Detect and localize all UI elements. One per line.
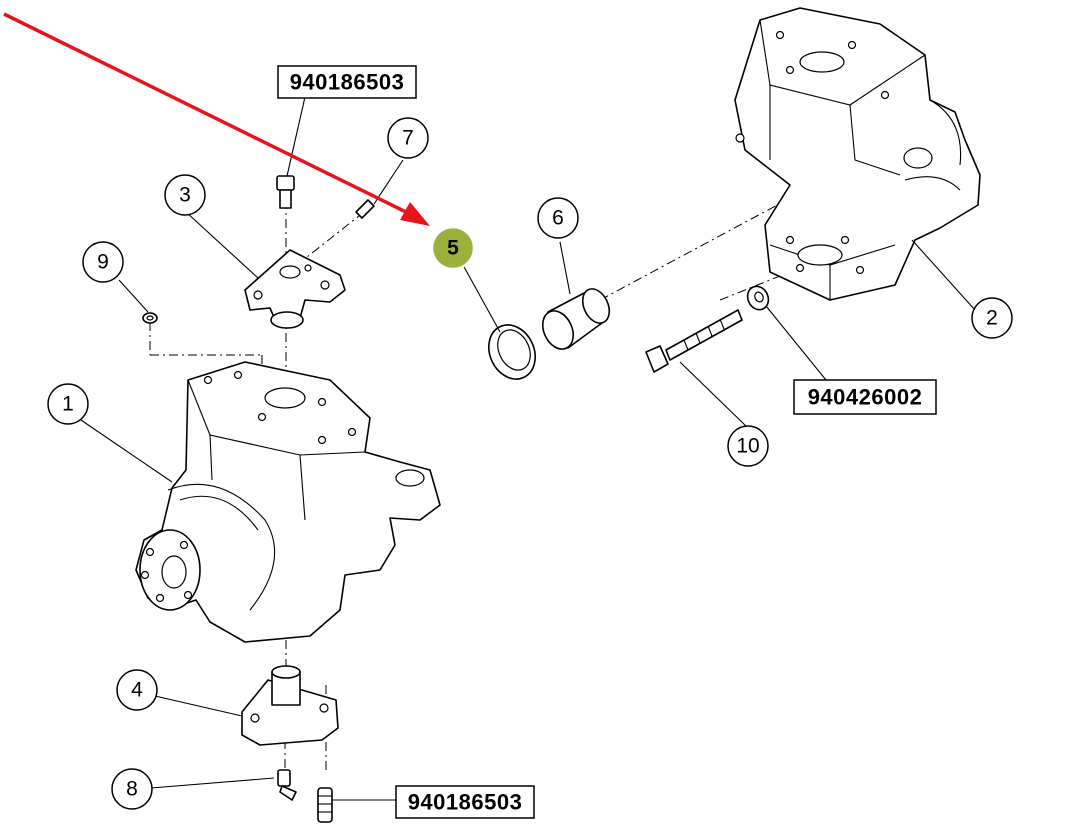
callout-2: 2 [971,297,1013,339]
nut-part [746,285,770,311]
callout-4: 4 [116,669,158,711]
part-number-nut-label: 940426002 [808,385,923,410]
callout-1: 1 [47,383,89,425]
callout-6: 6 [537,197,579,239]
red-pointer-arrow [3,12,430,226]
bushing-part-6 [541,288,611,350]
lower-flange-part-4 [241,665,339,746]
callout-2-label: 2 [986,307,998,330]
callout-5-highlighted: 5 [430,225,476,271]
part-number-top-bolt-label: 940186503 [290,70,405,95]
callout-8-label: 8 [126,778,138,801]
upper-flange-part-3 [244,249,346,329]
callout-7: 7 [387,117,429,159]
callout-9-label: 9 [97,251,109,274]
callout-3: 3 [164,174,206,216]
leader-lines [77,96,976,801]
callout-3-label: 3 [179,184,191,207]
callout-10: 10 [727,425,769,467]
part-number-top-bolt: 940186503 [277,65,417,99]
callout-9: 9 [82,241,124,283]
callout-4-label: 4 [131,679,143,702]
callout-5-label: 5 [447,237,459,260]
part-number-bottom-bolt-label: 940186503 [408,790,523,815]
axle-housing-part-2 [734,7,981,301]
seal-ring-part-5 [488,324,536,380]
callout-7-label: 7 [402,127,414,150]
callout-6-label: 6 [552,207,564,230]
part-number-nut: 940426002 [793,379,937,415]
steering-knuckle-part-1 [135,361,441,643]
part-number-bottom-bolt: 940186503 [395,785,535,819]
callout-10-label: 10 [736,435,759,458]
long-bolt-part-10 [645,309,743,373]
callout-1-label: 1 [62,393,74,416]
hardware-parts [142,175,375,823]
callout-8: 8 [111,768,153,810]
